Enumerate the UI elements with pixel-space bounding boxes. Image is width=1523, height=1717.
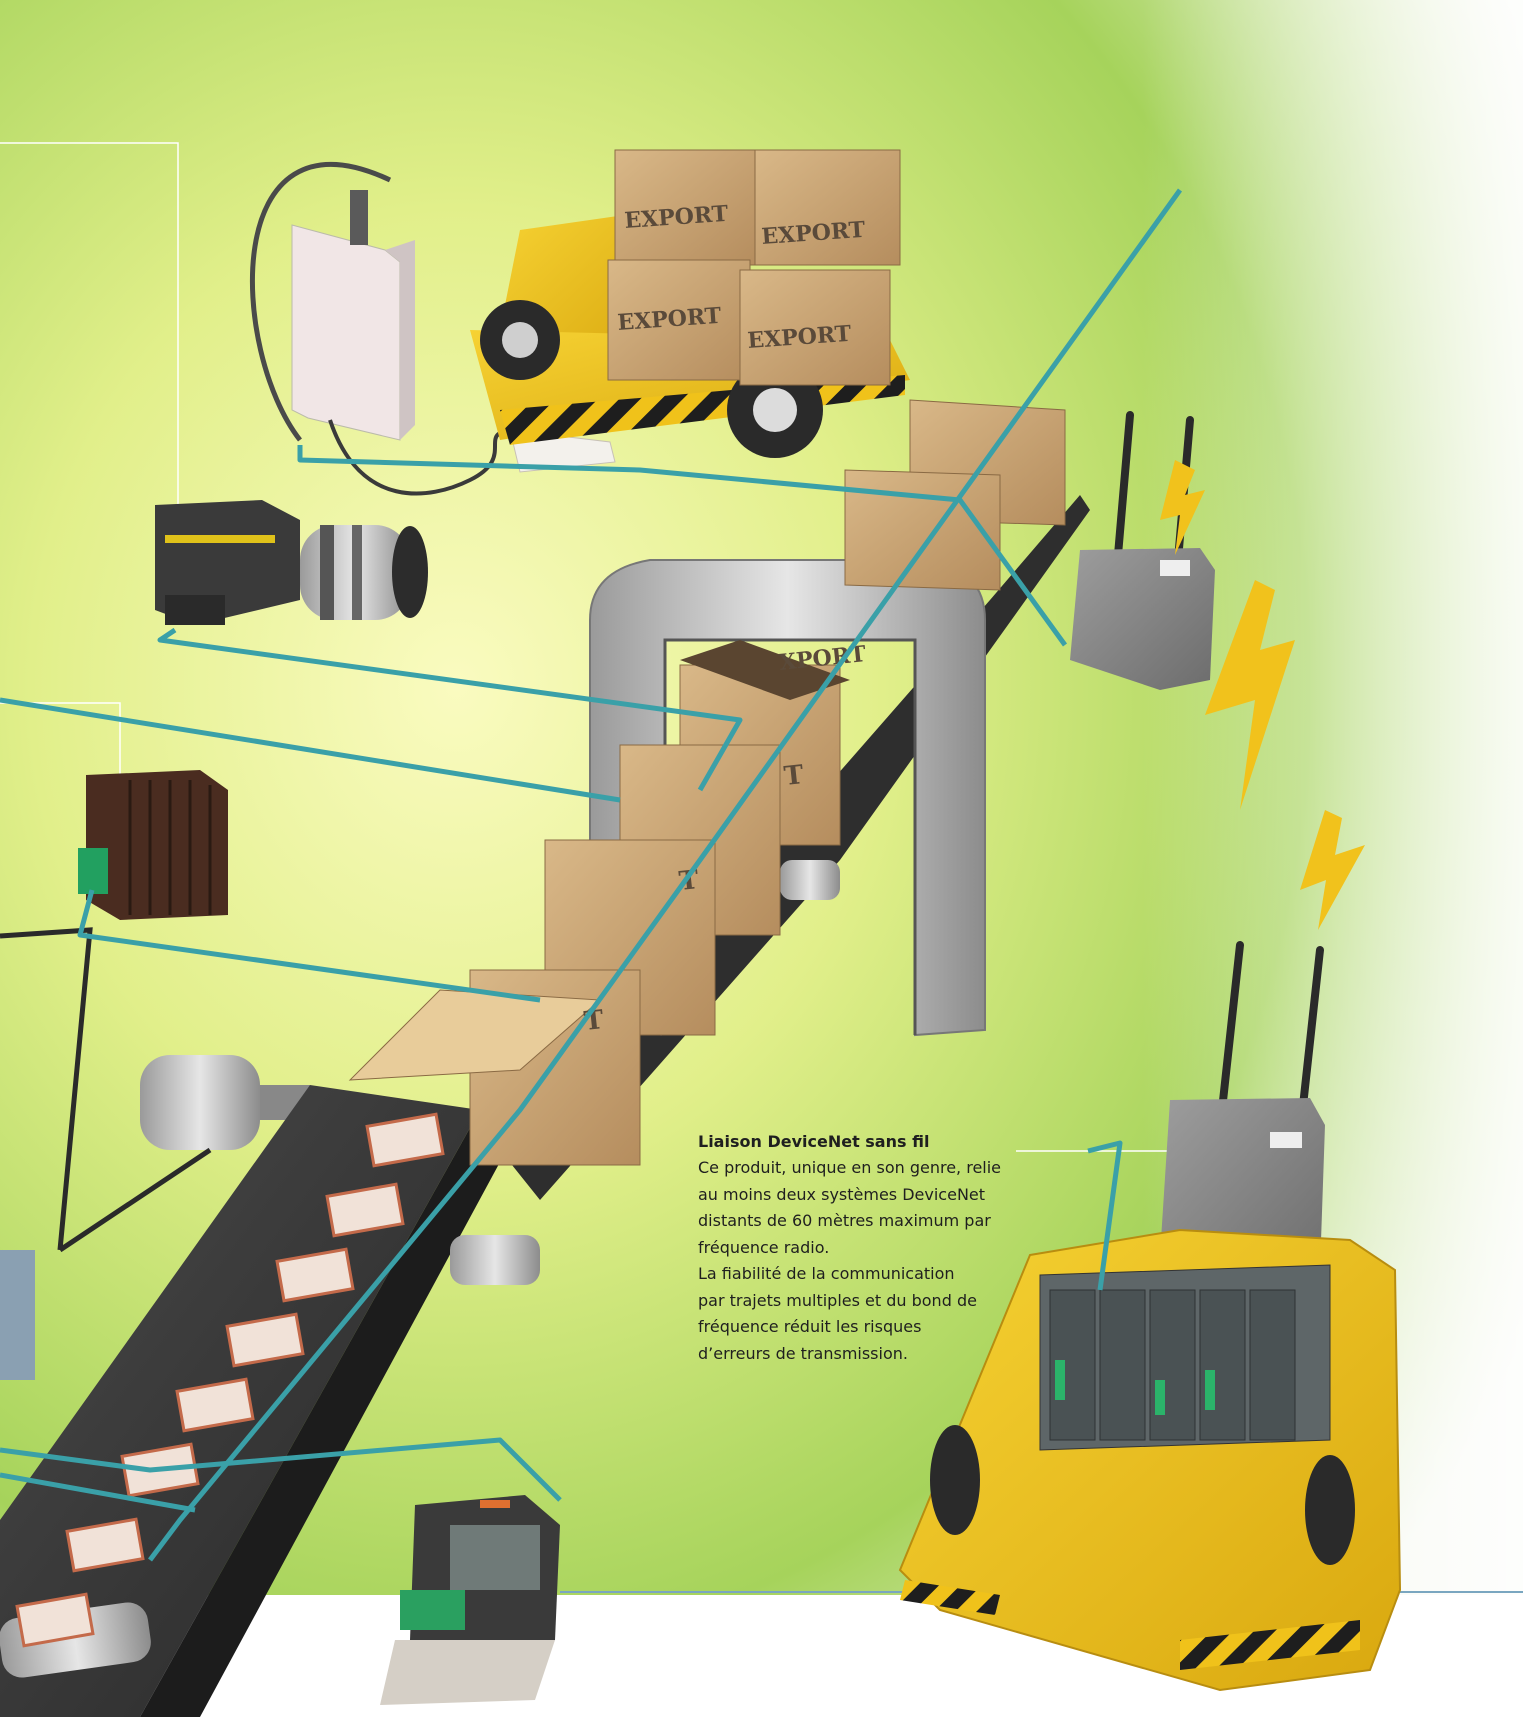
io-terminal-block (78, 770, 228, 920)
export-cart (470, 149, 910, 458)
vision-camera (155, 500, 428, 625)
lightning-icon (1160, 460, 1205, 555)
bottom-plc-module (380, 1495, 560, 1705)
motor (58, 1055, 310, 1253)
box-label: T (678, 865, 701, 897)
radio-lightning (1160, 460, 1365, 930)
box-label: T (783, 760, 806, 792)
callout-line: Ce produit, unique en son genre, relie (698, 1158, 1002, 1177)
callout-title: Liaison DeviceNet sans fil (698, 1132, 930, 1151)
plc-cart (898, 1228, 1402, 1692)
callout-line: d’erreurs de transmission. (698, 1343, 908, 1363)
callout-line: au moins deux systèmes DeviceNet (698, 1184, 986, 1204)
devicenet-cables (0, 188, 1183, 1562)
lightning-icon (1300, 810, 1365, 930)
callout-line: distants de 60 mètres maximum par (698, 1211, 991, 1230)
callout-line: fréquence radio. (698, 1237, 830, 1257)
product-packs (15, 1112, 445, 1648)
wireless-devicenet-callout: Liaison DeviceNet sans fil Ce produit, u… (698, 1129, 1028, 1367)
lightning-icon (1205, 580, 1295, 810)
callout-line: La fiabilité de la communication (698, 1264, 955, 1283)
left-edge-device (0, 1250, 35, 1380)
callout-line: fréquence réduit les risques (698, 1317, 922, 1336)
black-cable (0, 927, 93, 1251)
sensor-amplifier (249, 162, 616, 496)
callout-line: par trajets multiples et du bond de (698, 1290, 977, 1310)
